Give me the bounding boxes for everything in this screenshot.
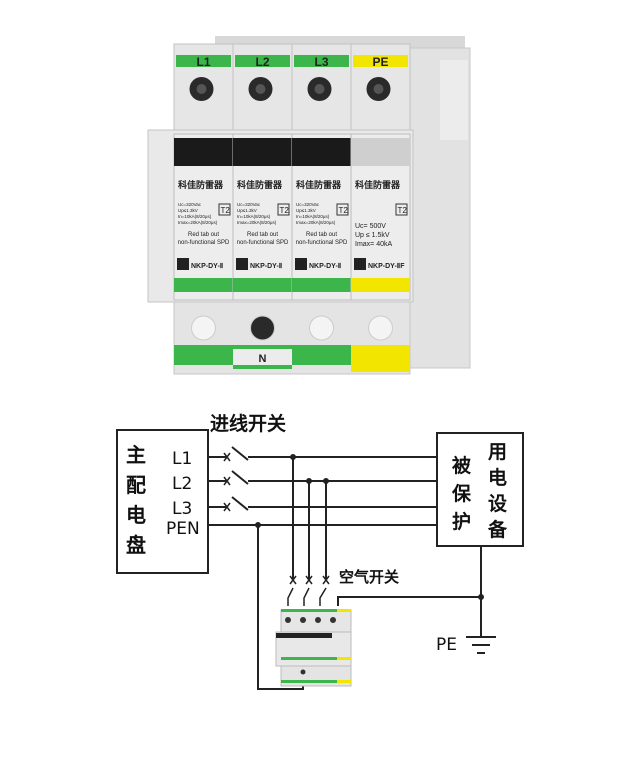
note-text: non-functional SPD — [237, 240, 289, 246]
terminal-cover — [368, 315, 393, 341]
neutral-label: N — [259, 353, 267, 365]
terminal-label: L2 — [255, 55, 269, 69]
spec-text: Up≤1.3kV — [237, 208, 257, 213]
status-window — [233, 138, 292, 166]
module-color-strip — [292, 278, 351, 292]
module-color-strip — [233, 278, 292, 292]
line-label-l2: L2 — [172, 474, 192, 494]
line-l2 — [208, 470, 437, 485]
main-panel-char: 电 — [126, 503, 146, 527]
logo-icon — [295, 258, 307, 270]
model-text: NKP-DY-Ⅱ — [191, 262, 223, 270]
class-badge — [218, 203, 231, 216]
spec-text: Imax= 40kA — [355, 241, 392, 248]
line-l1 — [208, 446, 437, 461]
bottom-color-strip — [233, 345, 292, 365]
terminal-label: L1 — [196, 55, 210, 69]
spec-text: In=10kA(8/20μs) — [178, 214, 212, 219]
bottom-color-strip — [233, 365, 292, 369]
model-text: NKP-DY-Ⅱ — [309, 262, 341, 270]
terminal-label: PE — [372, 55, 388, 69]
brand-text: 科佳防雷器 — [178, 179, 224, 190]
brand-text: 科佳防雷器 — [237, 179, 283, 190]
status-window — [174, 138, 233, 166]
spec-text: Imax=20kA(8/20μs) — [296, 220, 336, 225]
brand-text: 科佳防雷器 — [355, 179, 401, 190]
screw-head-icon — [255, 84, 266, 94]
protected-char: 护 — [452, 510, 471, 533]
module-color-strip — [174, 278, 233, 292]
status-window — [292, 138, 351, 166]
terminal-screw-icon — [250, 315, 275, 341]
spec-text: Uc=320Vac — [237, 202, 261, 207]
spec-text: Imax=20kA(8/20μs) — [237, 220, 277, 225]
bottom-color-strip — [351, 345, 410, 372]
main-panel-char: 盘 — [126, 533, 146, 557]
class-badge — [395, 203, 408, 216]
class-badge-text: T2 — [339, 206, 349, 215]
class-badge-text: T2 — [221, 206, 231, 215]
equipment-char: 电 — [488, 466, 507, 489]
ground-label: PE — [436, 635, 457, 655]
note-text: Red tab out — [247, 232, 278, 238]
equipment-char: 设 — [488, 493, 507, 515]
main-panel-box — [116, 429, 209, 574]
screw-head-icon — [373, 84, 384, 94]
spec-text: Up ≤ 1.5kV — [355, 232, 390, 239]
bottom-color-strip — [292, 345, 351, 365]
note-text: non-functional SPD — [178, 240, 230, 246]
equipment-box — [436, 432, 524, 547]
line-label-l3: L3 — [172, 499, 192, 519]
note-text: Red tab out — [188, 232, 219, 238]
spec-text: Up≤1.3kV — [296, 208, 316, 213]
spd-mini-icon — [275, 609, 352, 687]
terminal-cover — [309, 315, 334, 341]
class-badge-text: T2 — [398, 206, 408, 215]
module-color-strip — [351, 278, 410, 292]
main-panel-char: 配 — [126, 473, 146, 497]
spec-text: In=10kA(8/20μs) — [296, 214, 330, 219]
model-text: NKP-DY-Ⅱ — [250, 262, 282, 270]
spec-text: Uc=320Vac — [296, 202, 320, 207]
logo-icon — [236, 258, 248, 270]
protected-char: 保 — [451, 482, 472, 505]
screw-head-icon — [314, 84, 325, 94]
class-badge — [336, 203, 349, 216]
terminal-color-strip — [176, 55, 231, 67]
logo-icon — [177, 258, 189, 270]
air-switch-label: 空气开关 — [339, 568, 399, 586]
spec-text: Imax=20kA(8/20μs) — [178, 220, 218, 225]
incoming-switch-label: 进线开关 — [210, 412, 286, 435]
note-text: non-functional SPD — [296, 240, 348, 246]
model-text: NKP-DY-ⅡF — [368, 262, 405, 270]
bottom-color-strip — [233, 345, 292, 349]
protected-char: 被 — [452, 454, 471, 477]
main-panel-char: 主 — [126, 443, 146, 467]
bottom-color-strip — [174, 345, 233, 365]
terminal-color-strip — [294, 55, 349, 67]
class-badge — [277, 203, 290, 216]
status-window — [351, 138, 410, 166]
brand-text: 科佳防雷器 — [296, 179, 342, 190]
spec-text: Up≤1.3kV — [178, 208, 198, 213]
terminal-cover — [191, 315, 216, 341]
spec-text: Uc=320Vac — [178, 202, 202, 207]
equipment-char: 用 — [488, 441, 507, 463]
class-badge-text: T2 — [280, 206, 290, 215]
note-text: Red tab out — [306, 232, 337, 238]
line-label-l1: L1 — [172, 449, 192, 469]
screw-head-icon — [196, 84, 207, 94]
spec-text: In=10kA(8/20μs) — [237, 214, 271, 219]
line-l3 — [208, 496, 437, 511]
terminal-label: L3 — [314, 55, 328, 69]
logo-icon — [354, 258, 366, 270]
terminal-color-strip — [353, 55, 408, 67]
spec-text: Uc= 500V — [355, 223, 386, 230]
equipment-char: 备 — [487, 518, 508, 541]
line-label-pen: PEN — [166, 519, 200, 539]
terminal-color-strip — [235, 55, 290, 67]
